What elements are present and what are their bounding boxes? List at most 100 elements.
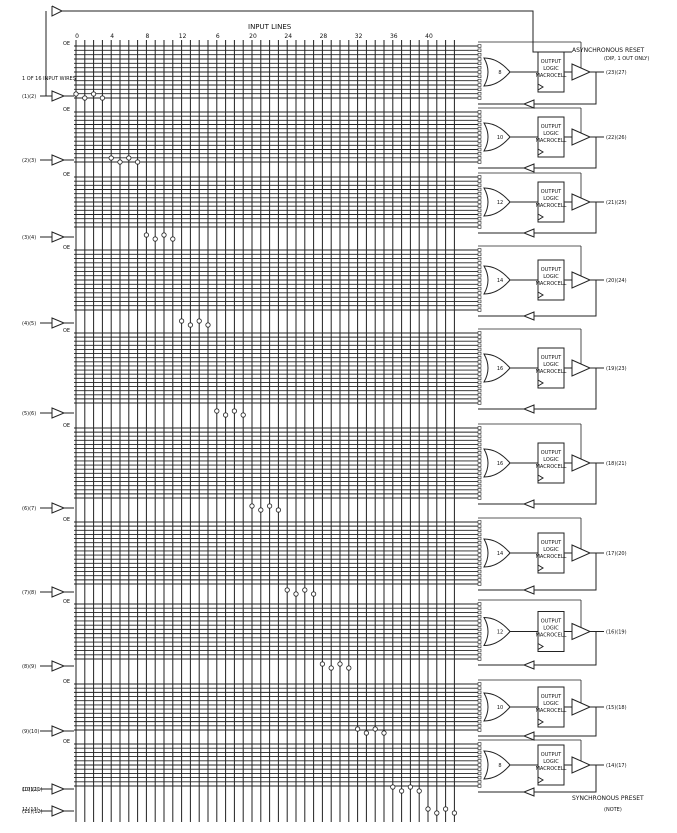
input-buffer: (3)(4): [22, 231, 176, 243]
macrocell-box: [537, 51, 565, 93]
term-count: 10: [497, 705, 503, 711]
output-pin-label: (17)(20): [606, 551, 627, 557]
product-term-group: OE: [63, 172, 482, 229]
product-term-group: OE: [63, 107, 482, 164]
macrocell-box: [537, 744, 565, 786]
or-gate-icon: [483, 538, 511, 568]
product-term-fuse: [477, 351, 482, 356]
clock-notch: [537, 776, 544, 784]
fan-out-dot: [328, 665, 334, 671]
fan-out-dot: [363, 730, 369, 736]
macrocell-box: [537, 611, 565, 652]
input-pin-label: (10)(11): [22, 787, 43, 793]
bottom-left-label-a: 10(12): [22, 787, 39, 793]
product-term-fuse: [477, 48, 482, 53]
product-term-fuse: [477, 442, 482, 447]
fan-out-dot: [196, 318, 202, 324]
fan-out-dot: [135, 159, 141, 165]
product-term-fuse: [477, 653, 482, 657]
fan-out-dot: [240, 412, 246, 418]
product-term-fuse: [477, 582, 482, 586]
term-count: 16: [497, 461, 503, 467]
macrocell-text: LOGIC: [543, 547, 559, 553]
macrocell-text: OUTPUT: [541, 450, 562, 456]
input-wire-label: 1 OF 16 INPUT WIRES: [22, 76, 76, 82]
product-term-fuse: [477, 540, 482, 545]
product-term-fuse: [477, 286, 482, 291]
product-term-fuse: [477, 549, 482, 553]
product-term-fuse: [477, 631, 482, 636]
fan-out-dot: [302, 587, 308, 593]
feedback-arrow-icon: [522, 499, 535, 509]
product-term-fuse: [477, 492, 482, 496]
fan-out-dot: [381, 730, 387, 736]
fan-out-dot: [152, 236, 158, 242]
product-term-fuse: [477, 248, 482, 252]
product-term-fuse: [477, 304, 482, 308]
product-term-fuse: [477, 70, 482, 74]
product-term-fuse: [477, 204, 482, 208]
product-term-fuse: [477, 553, 482, 557]
product-term-fuse: [477, 711, 482, 715]
product-term-fuse: [477, 265, 482, 269]
fan-out-dot: [442, 806, 449, 812]
product-term-fuse: [477, 619, 482, 623]
fan-out-dot: [258, 507, 264, 513]
product-term-fuse: [477, 728, 482, 732]
product-term-fuse: [477, 278, 482, 282]
macrocell-text: LOGIC: [543, 66, 559, 72]
macrocell-text: LOGIC: [543, 362, 559, 368]
product-term-fuse: [477, 724, 482, 728]
product-term-fuse: [477, 703, 482, 707]
product-term-fuse: [477, 707, 482, 711]
macrocell-text: LOGIC: [543, 196, 559, 202]
product-term-fuse: [477, 252, 482, 256]
product-term-fuse: [477, 602, 482, 606]
fan-out-dot: [82, 95, 88, 101]
product-term-fuse: [477, 524, 482, 528]
product-term-fuse: [477, 52, 482, 57]
product-term-fuse: [477, 561, 482, 566]
output-pin-label: (21)(25): [606, 200, 627, 206]
macrocell-box: [537, 532, 565, 574]
oe-label: OE: [63, 245, 70, 251]
product-term-fuse: [477, 578, 482, 582]
product-term-fuse: [477, 122, 482, 127]
product-term-fuse: [477, 160, 482, 164]
async-reset-label: ASYNCHRONOUS RESET: [572, 47, 645, 54]
macrocell-text: LOGIC: [543, 626, 559, 632]
product-term-fuse: [477, 175, 482, 179]
product-term-fuse: [477, 606, 482, 610]
product-term-fuse: [477, 384, 482, 389]
fan-out-dot: [425, 806, 431, 812]
fan-out-dot: [205, 322, 211, 328]
macrocell-text: OUTPUT: [541, 540, 562, 546]
product-term-fuse: [477, 430, 482, 434]
macrocell-text: MACROCELL: [536, 633, 567, 639]
column-number: 0: [75, 33, 79, 40]
fan-out-dot: [416, 788, 422, 794]
product-term-fuse: [477, 200, 482, 204]
input-pin-label: (1)(2): [22, 94, 36, 100]
product-term-fuse: [477, 623, 482, 627]
macrocell-box: [537, 116, 565, 158]
output-pin-label: (22)(26): [606, 135, 627, 141]
product-term-fuse: [477, 763, 482, 767]
input-pin-label: (5)(6): [22, 411, 36, 417]
fan-out-dot: [434, 810, 440, 816]
product-term-fuse: [477, 183, 482, 188]
fan-out-dot: [143, 232, 149, 238]
column-number: 24: [284, 33, 292, 40]
fan-out-dot: [284, 587, 290, 593]
feedback-arrow-icon: [522, 228, 535, 238]
or-gate-icon: [483, 692, 511, 722]
input-buffer-icon: [51, 231, 66, 243]
fan-out-dot: [179, 318, 185, 324]
output-buffer-icon: [571, 63, 592, 81]
output-buffer-icon: [571, 271, 592, 289]
or-gate-icon: [483, 448, 511, 478]
product-term-fuse: [477, 87, 482, 92]
product-term-fuse: [477, 574, 482, 578]
